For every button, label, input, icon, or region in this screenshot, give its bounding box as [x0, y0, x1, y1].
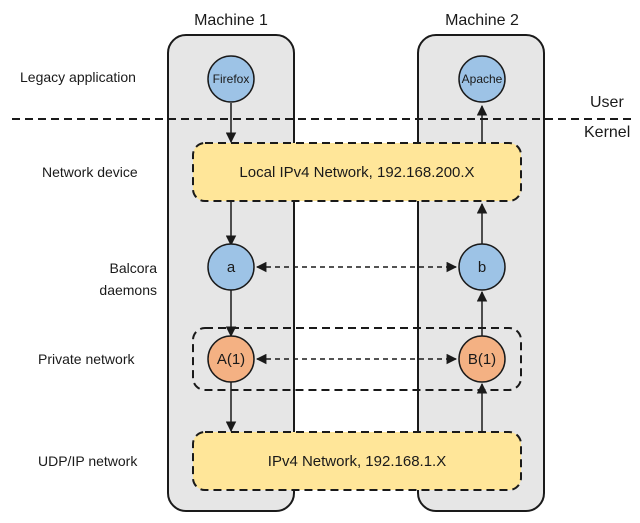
ipv4-network-label: IPv4 Network, 192.168.1.X — [268, 453, 446, 470]
private-B1-label: B(1) — [468, 351, 496, 368]
lane-label-balcora-line1: Balcora — [110, 260, 158, 276]
lane-label-udp-ip: UDP/IP network — [38, 453, 138, 469]
daemon-b-node — [458, 243, 506, 291]
daemon-a-node — [207, 243, 255, 291]
firefox-node — [207, 55, 255, 103]
private-B1-node — [458, 335, 506, 383]
daemon-a-label: a — [227, 259, 236, 276]
private-A1-node — [207, 335, 255, 383]
lane-label-network-device: Network device — [42, 164, 138, 180]
lane-label-balcora-line2: daemons — [99, 282, 157, 298]
machine-1-title: Machine 1 — [194, 12, 268, 29]
kernel-label: Kernel — [584, 124, 630, 141]
lane-label-private-network: Private network — [38, 351, 135, 367]
apache-node — [458, 55, 506, 103]
apache-label: Apache — [462, 72, 503, 86]
local-network-label: Local IPv4 Network, 192.168.200.X — [239, 164, 474, 181]
user-label: User — [590, 94, 624, 111]
private-A1-label: A(1) — [217, 351, 245, 368]
daemon-b-label: b — [478, 259, 486, 276]
firefox-label: Firefox — [213, 72, 250, 86]
private-network-box — [192, 327, 522, 391]
local-network-box — [192, 142, 522, 202]
machine-2-title: Machine 2 — [445, 12, 519, 29]
ipv4-network-box — [192, 431, 522, 491]
lane-label-legacy: Legacy application — [20, 69, 136, 85]
